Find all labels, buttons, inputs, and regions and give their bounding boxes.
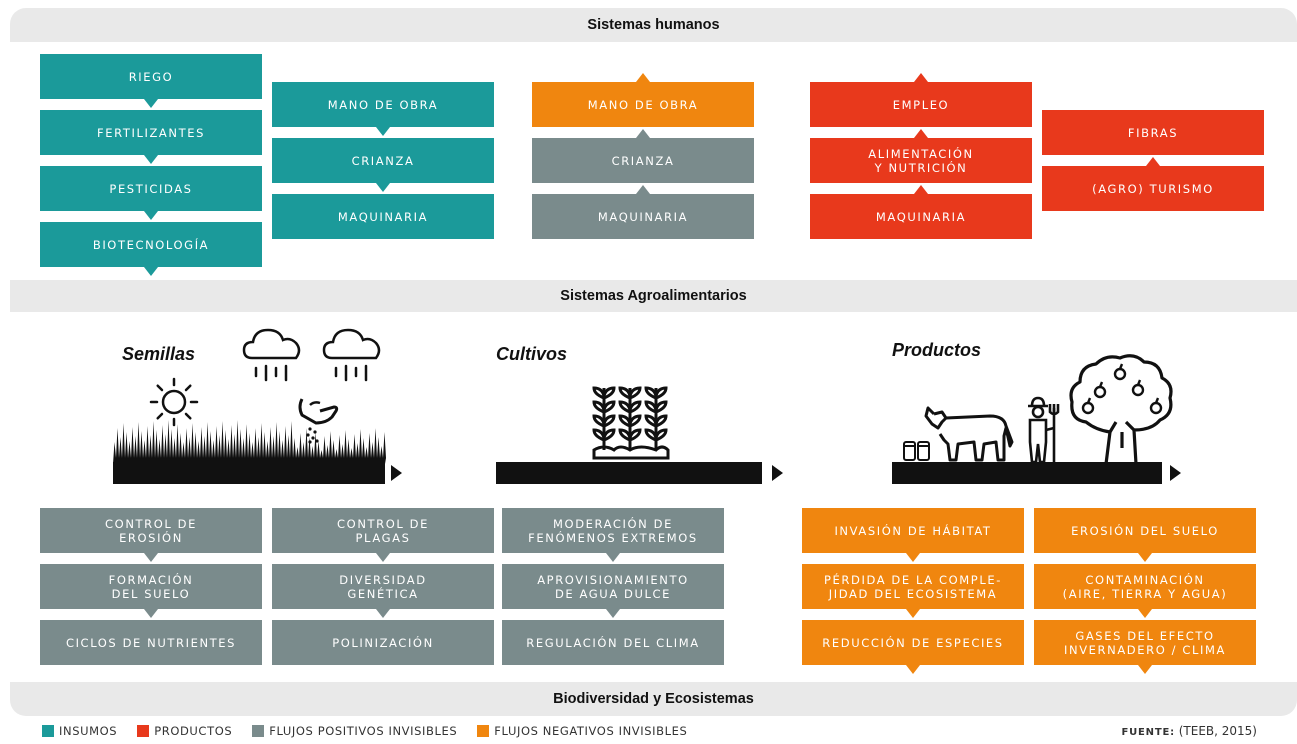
positive-flow-box: CONTROL DE EROSIÓN [40, 508, 262, 562]
legend-swatch [42, 725, 54, 737]
positive-flow-box: FORMACIÓN DEL SUELO [40, 564, 262, 618]
band-biodiversity: Biodiversidad y Ecosistemas [10, 682, 1297, 716]
arrow-right-icon [772, 465, 783, 481]
positive-flow-box: MAQUINARIA [532, 185, 754, 239]
ground-bar-crops [496, 462, 762, 484]
negative-flow-box: EROSIÓN DEL SUELO [1034, 508, 1256, 553]
legend-item: PRODUCTOS [137, 724, 232, 738]
band-human-systems-label: Sistemas humanos [587, 17, 720, 33]
positive-flow-box: CICLOS DE NUTRIENTES [40, 620, 262, 665]
product-box: MAQUINARIA [810, 185, 1032, 239]
legend-swatch [477, 725, 490, 737]
source-text: (TEEB, 2015) [1178, 724, 1257, 738]
product-box: ALIMENTACIÓN Y NUTRICIÓN [810, 129, 1032, 183]
stage-label-crops: Cultivos [496, 344, 568, 364]
sun-icon [149, 377, 199, 427]
positive-flow-box: DIVERSIDAD GENÉTICA [272, 564, 494, 618]
input-box: PESTICIDAS [40, 166, 262, 220]
positive-flow-box: CRIANZA [532, 129, 754, 183]
legend: INSUMOS PRODUCTOS FLUJOS POSITIVOS INVIS… [42, 724, 707, 738]
band-agrifood-systems: Sistemas Agroalimentarios [10, 280, 1297, 312]
farmer-icon [1028, 396, 1060, 464]
legend-item: FLUJOS POSITIVOS INVISIBLES [252, 724, 457, 738]
band-agrifood-systems-label: Sistemas Agroalimentarios [560, 288, 747, 304]
source-note: FUENTE: (TEEB, 2015) [1122, 724, 1258, 738]
band-biodiversity-label: Biodiversidad y Ecosistemas [553, 691, 754, 707]
legend-item: INSUMOS [42, 724, 117, 738]
input-box: BIOTECNOLOGÍA [40, 222, 262, 276]
input-box: MANO DE OBRA [272, 82, 494, 136]
negative-flow-box: MANO DE OBRA [532, 73, 754, 127]
negative-flow-box: PÉRDIDA DE LA COMPLE- JIDAD DEL ECOSISTE… [802, 564, 1024, 618]
legend-label: INSUMOS [59, 724, 118, 738]
wheat-icon [592, 386, 670, 460]
legend-label: PRODUCTOS [154, 724, 233, 738]
positive-flow-box: APROVISIONAMIENTO DE AGUA DULCE [502, 564, 724, 618]
positive-flow-box: MODERACIÓN DE FENÓMENOS EXTREMOS [502, 508, 724, 562]
legend-swatch [137, 725, 150, 737]
arrow-right-icon [1170, 465, 1181, 481]
product-box: EMPLEO [810, 73, 1032, 127]
stage-label-seeds: Semillas [122, 344, 196, 364]
input-box: FERTILIZANTES [40, 110, 262, 164]
negative-flow-box: REDUCCIÓN DE ESPECIES [802, 620, 1024, 674]
cow-icon [924, 406, 1014, 462]
source-label: FUENTE: [1121, 727, 1175, 738]
negative-flow-box: GASES DEL EFECTO INVERNADERO / CLIMA [1034, 620, 1256, 674]
rain-cloud-icon [322, 328, 381, 382]
legend-swatch [252, 725, 265, 737]
input-box: MAQUINARIA [272, 194, 494, 239]
negative-flow-box: INVASIÓN DE HÁBITAT [802, 508, 1024, 562]
legend-label: FLUJOS POSITIVOS INVISIBLES [269, 724, 458, 738]
product-box: FIBRAS [1042, 110, 1264, 155]
fruit-tree-icon [1069, 354, 1173, 465]
stage-label-products: Productos [892, 340, 982, 360]
grass-icon [113, 420, 386, 464]
negative-flow-box: CONTAMINACIÓN (AIRE, TIERRA Y AGUA) [1034, 564, 1256, 618]
positive-flow-box: REGULACIÓN DEL CLIMA [502, 620, 724, 665]
positive-flow-box: POLINIZACIÓN [272, 620, 494, 665]
input-box: RIEGO [40, 54, 262, 108]
product-box: (AGRO) TURISMO [1042, 157, 1264, 211]
rain-cloud-icon [242, 328, 301, 382]
legend-item: FLUJOS NEGATIVOS INVISIBLES [477, 724, 687, 738]
ground-bar-products [892, 462, 1162, 484]
legend-label: FLUJOS NEGATIVOS INVISIBLES [494, 724, 688, 738]
arrow-right-icon [391, 465, 402, 481]
jars-icon [903, 441, 930, 461]
ground-bar-seeds [113, 462, 385, 484]
positive-flow-box: CONTROL DE PLAGAS [272, 508, 494, 562]
input-box: CRIANZA [272, 138, 494, 192]
band-human-systems: Sistemas humanos [10, 8, 1297, 42]
arrow-down-icon [1138, 553, 1152, 562]
